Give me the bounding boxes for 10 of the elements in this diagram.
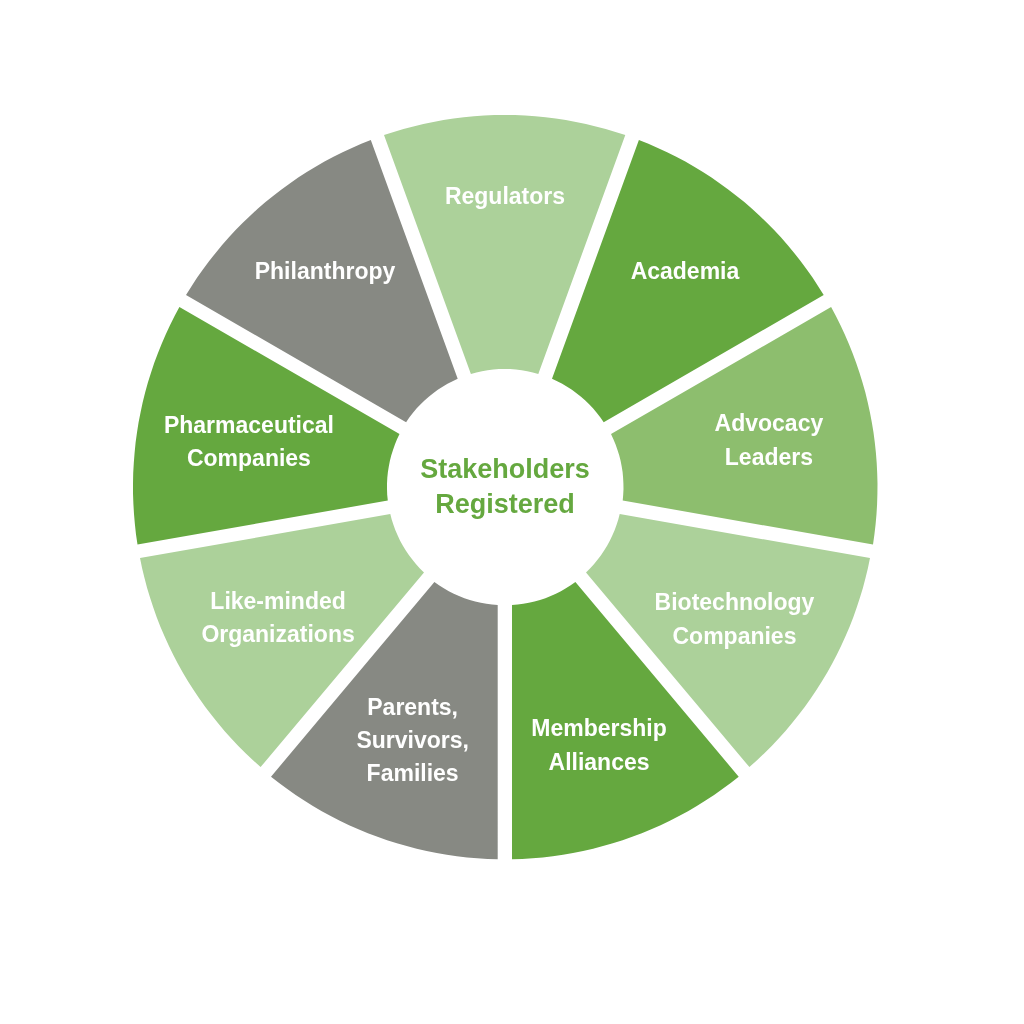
segment-label: Like-minded Organizations <box>200 586 356 649</box>
segment-label: Biotechnology Companies <box>653 588 816 651</box>
segment-label: Pharmaceutical Companies <box>162 410 335 473</box>
segment-label: Academia <box>629 257 741 287</box>
segment-label: Parents, Survivors, Families <box>355 692 470 789</box>
center-title: Stakeholders Registered <box>419 452 591 521</box>
segment-label: Advocacy Leaders <box>713 409 825 472</box>
segment-label: Regulators <box>443 182 567 212</box>
segment-label: Philanthropy <box>253 257 397 287</box>
segment-label: Membership Alliances <box>530 714 668 777</box>
